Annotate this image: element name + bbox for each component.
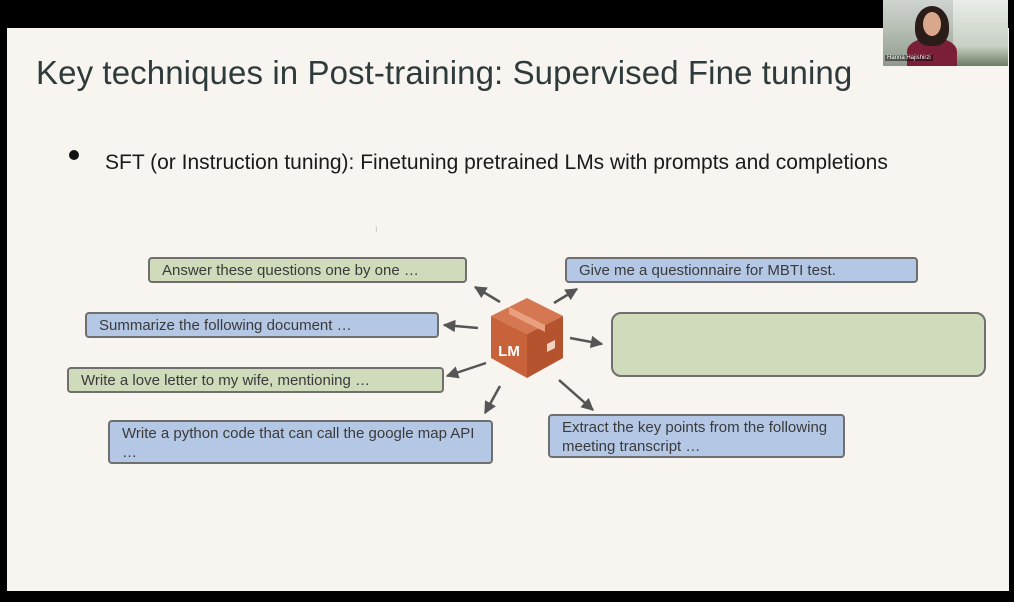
prompt-text: Write a love letter to my wife, mentioni… (81, 371, 370, 389)
prompt-box-love-letter: Write a love letter to my wife, mentioni… (67, 367, 444, 393)
prompt-box-python-code: Write a python code that can call the go… (108, 420, 493, 464)
webcam-thumbnail[interactable]: Hanna Hajishirzi (883, 0, 1008, 66)
slide-title: Key techniques in Post-training: Supervi… (36, 54, 853, 91)
prompt-text: Summarize the following document … (99, 316, 352, 334)
prompt-text: Write a python code that can call the go… (122, 425, 475, 461)
webcam-background (953, 0, 1008, 66)
arrow (442, 319, 479, 333)
arrow (473, 285, 501, 304)
prompt-text: Answer these questions one by one … (162, 261, 419, 279)
prompt-text: Give me a questionnaire for MBTI test. (579, 261, 836, 279)
prompt-box-questionnaire: Give me a questionnaire for MBTI test. (565, 257, 918, 283)
arrow (558, 379, 594, 411)
arrow (569, 335, 604, 349)
stray-mark: ⁝ (375, 225, 378, 234)
lm-box-icon: LM (491, 298, 563, 378)
presenter-name: Hanna Hajishirzi (885, 55, 933, 61)
arrows (442, 285, 604, 415)
arrow (553, 287, 579, 305)
prompt-box-extract: Extract the key points from the followin… (548, 414, 845, 458)
arrow (483, 385, 502, 415)
presenter-face (923, 12, 941, 36)
bullet-dot (69, 150, 79, 160)
arrow (445, 361, 487, 379)
slide: Key techniques in Post-training: Supervi… (7, 28, 1009, 591)
prompt-box-answer: Answer these questions one by one … (148, 257, 467, 283)
completion-box (611, 312, 986, 377)
bullet-text: SFT (or Instruction tuning): Finetuning … (105, 151, 888, 174)
lm-label: LM (498, 343, 520, 360)
prompt-text: Extract the key points from the followin… (562, 419, 828, 455)
prompt-box-summarize: Summarize the following document … (85, 312, 439, 338)
